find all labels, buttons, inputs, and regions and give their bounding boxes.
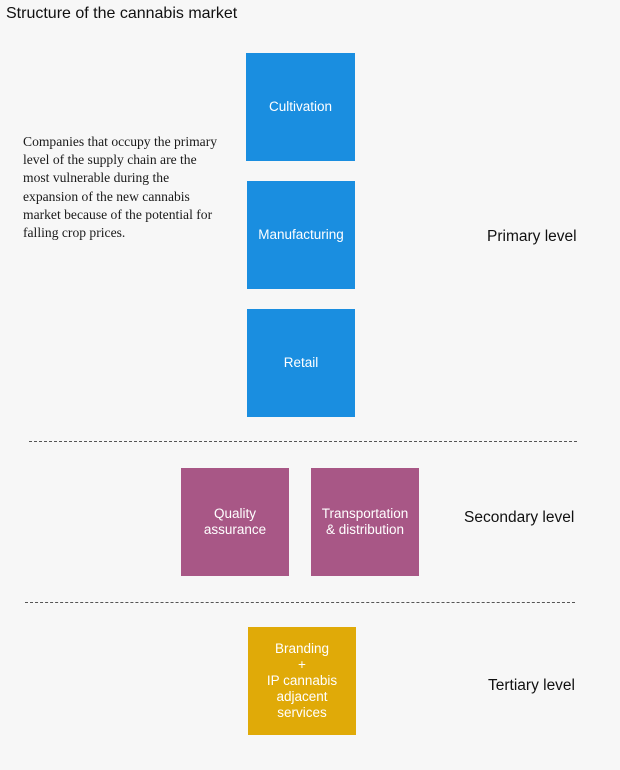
retail-box: Retail — [247, 309, 355, 417]
primary-level-label: Primary level — [487, 228, 577, 245]
tertiary-level-label: Tertiary level — [488, 677, 575, 694]
quality-assurance-box: Quality assurance — [181, 468, 289, 576]
manufacturing-box: Manufacturing — [247, 181, 355, 289]
diagram-title: Structure of the cannabis market — [6, 5, 238, 22]
branding-label: Branding + IP cannabis adjacent services — [267, 641, 337, 721]
branding-label-line-5: services — [277, 705, 327, 720]
transportation-distribution-box: Transportation & distribution — [311, 468, 419, 576]
manufacturing-label: Manufacturing — [258, 227, 344, 242]
quality-assurance-label: Quality assurance — [204, 506, 266, 538]
branding-label-line-4: adjacent — [276, 689, 328, 704]
primary-secondary-divider — [29, 441, 577, 442]
secondary-tertiary-divider — [25, 602, 575, 603]
retail-label: Retail — [283, 355, 319, 370]
quality-assurance-label-line-2: assurance — [203, 522, 267, 537]
transportation-distribution-label: Transportation & distribution — [322, 506, 409, 538]
cultivation-box: Cultivation — [246, 53, 355, 161]
cultivation-label: Cultivation — [268, 99, 333, 114]
branding-box: Branding + IP cannabis adjacent services — [248, 627, 356, 735]
transportation-label-line-1: Transportation — [321, 506, 409, 521]
primary-level-note: Companies that occupy the primary level … — [23, 134, 218, 241]
branding-label-line-3: IP cannabis — [266, 673, 338, 688]
branding-label-line-2: + — [298, 657, 306, 672]
branding-label-line-1: Branding — [274, 641, 330, 656]
quality-assurance-label-line-1: Quality — [213, 506, 256, 521]
transportation-label-line-2: & distribution — [325, 522, 405, 537]
secondary-level-label: Secondary level — [464, 509, 575, 526]
